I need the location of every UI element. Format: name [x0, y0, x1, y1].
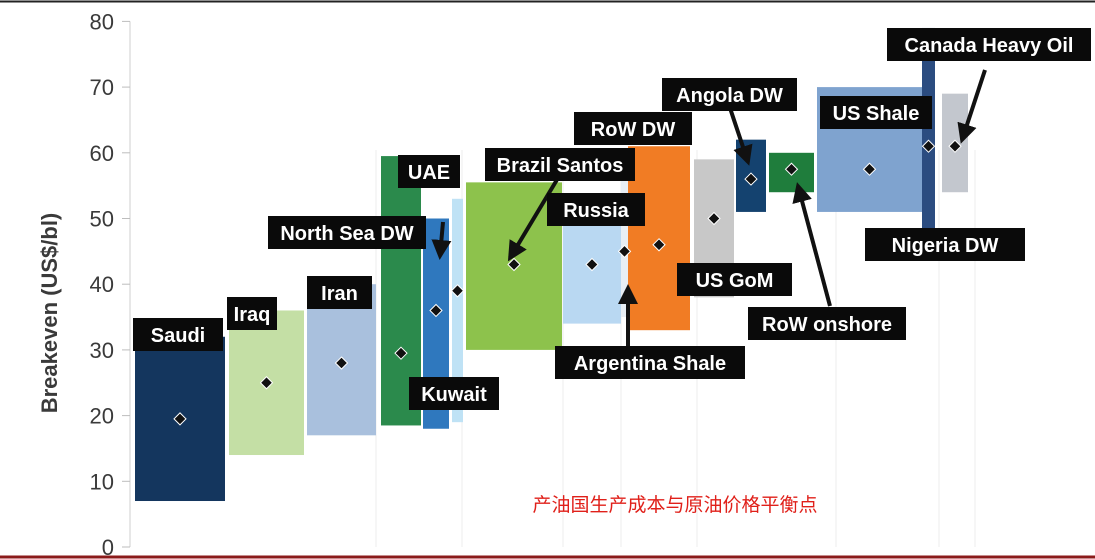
marker-row-onshore: [784, 162, 799, 176]
marker-iraq: [259, 376, 274, 390]
marker-angola-dw: [744, 172, 758, 186]
label-uae: UAE: [408, 162, 450, 184]
y-tick-label: 80: [90, 9, 114, 34]
bar-nigeria-dw: [922, 27, 935, 232]
y-tick-label: 60: [90, 141, 114, 166]
y-tick-label: 20: [90, 404, 114, 429]
label-box-angola-dw: [662, 78, 797, 111]
arrow-row-onshore: [792, 182, 832, 307]
arrow-canada-heavy-oil: [957, 69, 987, 144]
marker-uae: [450, 284, 465, 298]
label-iran: Iran: [321, 283, 358, 305]
label-box-us-gom: [677, 263, 792, 296]
bar-uae: [452, 198, 463, 423]
y-tick-label: 40: [90, 272, 114, 297]
label-canada-heavy-oil: Canada Heavy Oil: [905, 35, 1074, 57]
y-tick-label: 70: [90, 75, 114, 100]
label-saudi: Saudi: [151, 325, 205, 347]
label-us-shale: US Shale: [833, 103, 920, 125]
marker-us-gom: [707, 211, 721, 226]
label-box-row-onshore: [748, 307, 906, 340]
marker-argentina-shale: [617, 244, 632, 259]
label-box-argentina-shale: [555, 346, 745, 379]
marker-brazil-santos: [507, 257, 521, 272]
label-brazil-santos: Brazil Santos: [497, 155, 624, 177]
marker-iran: [334, 356, 349, 370]
y-tick-label: 0: [102, 535, 114, 559]
label-box-brazil-santos: [485, 148, 635, 181]
label-row-dw: RoW DW: [591, 119, 676, 141]
label-angola-dw: Angola DW: [676, 85, 783, 107]
label-box-uae: [398, 155, 460, 188]
label-box-north-sea-dw: [268, 216, 426, 249]
arrow-north-sea-dw: [431, 221, 452, 260]
y-tick-label: 50: [90, 207, 114, 232]
label-nigeria-dw: Nigeria DW: [892, 235, 999, 257]
marker-row-dw: [652, 238, 666, 252]
y-tick-label: 10: [90, 469, 114, 494]
y-axis-title: Breakeven (US$/bl): [37, 213, 62, 414]
label-box-iraq: [227, 297, 277, 330]
chart-caption: 产油国生产成本与原油价格平衡点: [532, 494, 817, 516]
label-north-sea-dw: North Sea DW: [280, 223, 413, 245]
label-box-canada-heavy-oil: [887, 28, 1091, 61]
label-box-russia: [547, 193, 645, 226]
label-box-saudi: [133, 318, 223, 351]
label-box-iran: [307, 276, 372, 309]
marker-north-sea-dw: [429, 303, 443, 318]
label-box-us-shale: [820, 96, 932, 129]
marker-russia: [585, 257, 599, 272]
label-us-gom: US GoM: [696, 270, 774, 292]
arrow-brazil-santos: [507, 176, 560, 262]
label-box-row-dw: [574, 112, 692, 145]
label-argentina-shale: Argentina Shale: [574, 353, 726, 375]
label-row-onshore: RoW onshore: [762, 314, 892, 336]
arrow-angola-dw: [728, 107, 753, 166]
label-russia: Russia: [563, 200, 629, 222]
marker-us-shale: [862, 162, 877, 176]
y-tick-label: 30: [90, 338, 114, 363]
marker-kuwait: [394, 346, 408, 360]
label-kuwait: Kuwait: [421, 384, 487, 406]
label-box-kuwait: [409, 377, 499, 410]
marker-nigeria-dw: [921, 139, 936, 153]
label-box-nigeria-dw: [865, 228, 1025, 261]
marker-saudi: [173, 412, 187, 426]
label-iraq: Iraq: [234, 304, 271, 326]
